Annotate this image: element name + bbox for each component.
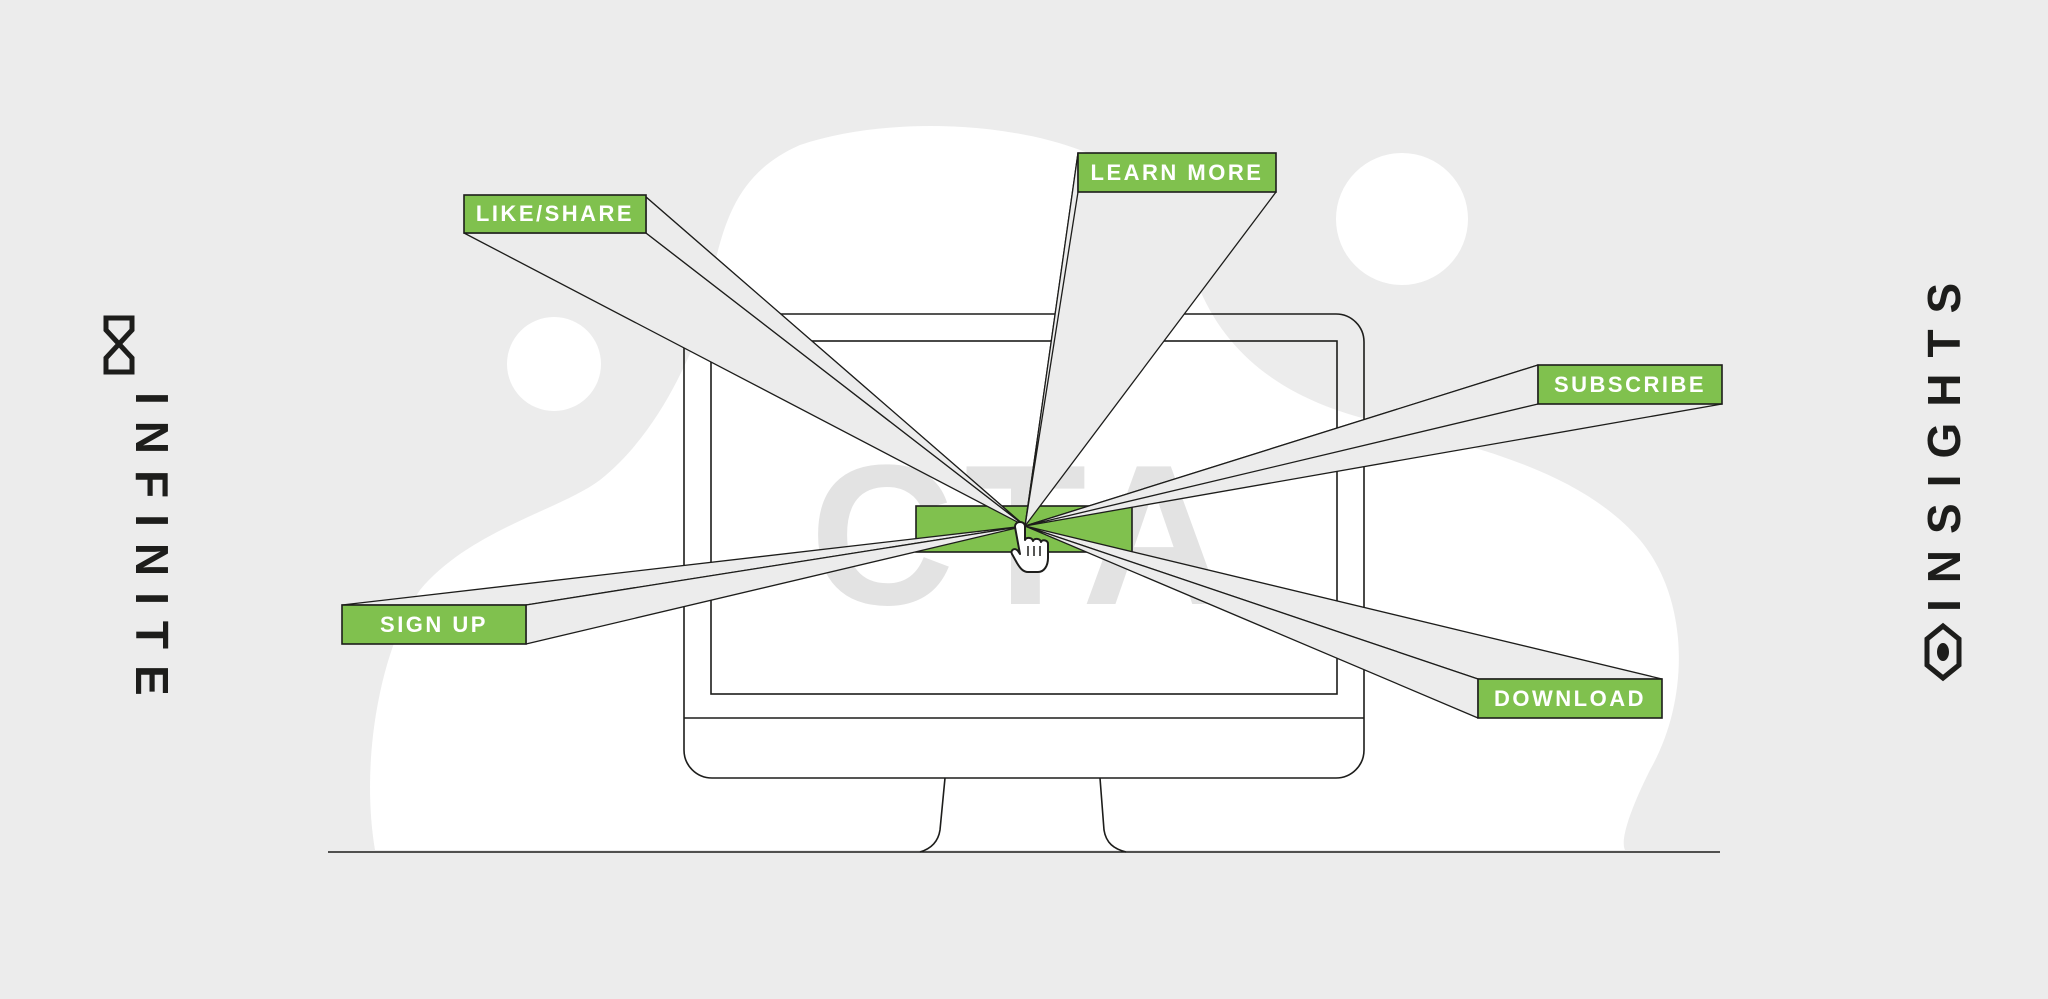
cta-tag-download-label: DOWNLOAD xyxy=(1494,686,1646,711)
cta-tag-sign-up[interactable]: SIGN UP xyxy=(341,604,527,645)
monitor-bezel xyxy=(683,313,1365,779)
cta-tag-sign-up-label: SIGN UP xyxy=(380,612,488,637)
hand-pointer-icon xyxy=(1010,521,1049,573)
brand-right: INSIGHTS xyxy=(1918,267,1970,682)
cta-tag-learn-more-label: LEARN MORE xyxy=(1091,160,1264,185)
brand-left: INFINITE xyxy=(103,315,178,712)
cta-tag-learn-more[interactable]: LEARN MORE xyxy=(1077,152,1277,193)
cta-tag-download[interactable]: DOWNLOAD xyxy=(1477,678,1663,719)
hexagon-eye-icon xyxy=(1924,622,1962,682)
cta-tag-like-share[interactable]: LIKE/SHARE xyxy=(463,194,647,234)
brand-left-word: INFINITE xyxy=(126,392,178,712)
background-dot-left xyxy=(507,317,601,411)
hourglass-icon xyxy=(103,315,135,375)
cta-tag-like-share-label: LIKE/SHARE xyxy=(476,201,634,226)
background-blob xyxy=(370,126,1679,850)
monitor xyxy=(683,313,1365,853)
monitor-stand xyxy=(919,777,1127,853)
cta-tag-subscribe-label: SUBSCRIBE xyxy=(1554,372,1706,397)
background-dot-right xyxy=(1336,153,1468,285)
brand-right-word: INSIGHTS xyxy=(1918,267,1970,612)
cta-beams xyxy=(341,152,1723,719)
monitor-screen xyxy=(710,340,1338,695)
cta-tag-subscribe[interactable]: SUBSCRIBE xyxy=(1537,364,1723,405)
